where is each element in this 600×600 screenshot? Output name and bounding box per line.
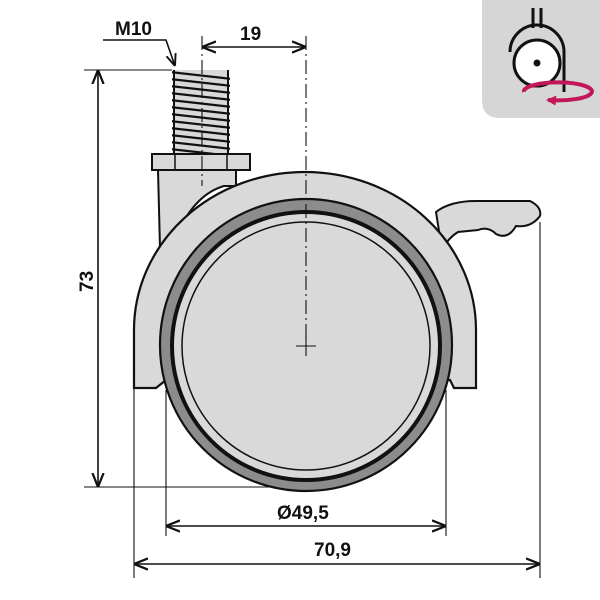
center-lines (201, 36, 316, 356)
thread-label: M10 (115, 19, 152, 40)
height-label: 73 (77, 271, 98, 292)
threaded-stem (172, 70, 230, 154)
stem-offset-label: 19 (240, 24, 261, 45)
swivel-badge (482, 0, 600, 118)
swivel-rotation-icon (508, 8, 594, 106)
wheel-diameter-label: Ø49,5 (277, 503, 329, 524)
hex-nut (151, 153, 251, 171)
brake-lever (434, 200, 542, 254)
extension-lines (84, 69, 541, 578)
overall-width-label: 70,9 (314, 540, 351, 561)
dimension-lines (98, 39, 540, 564)
